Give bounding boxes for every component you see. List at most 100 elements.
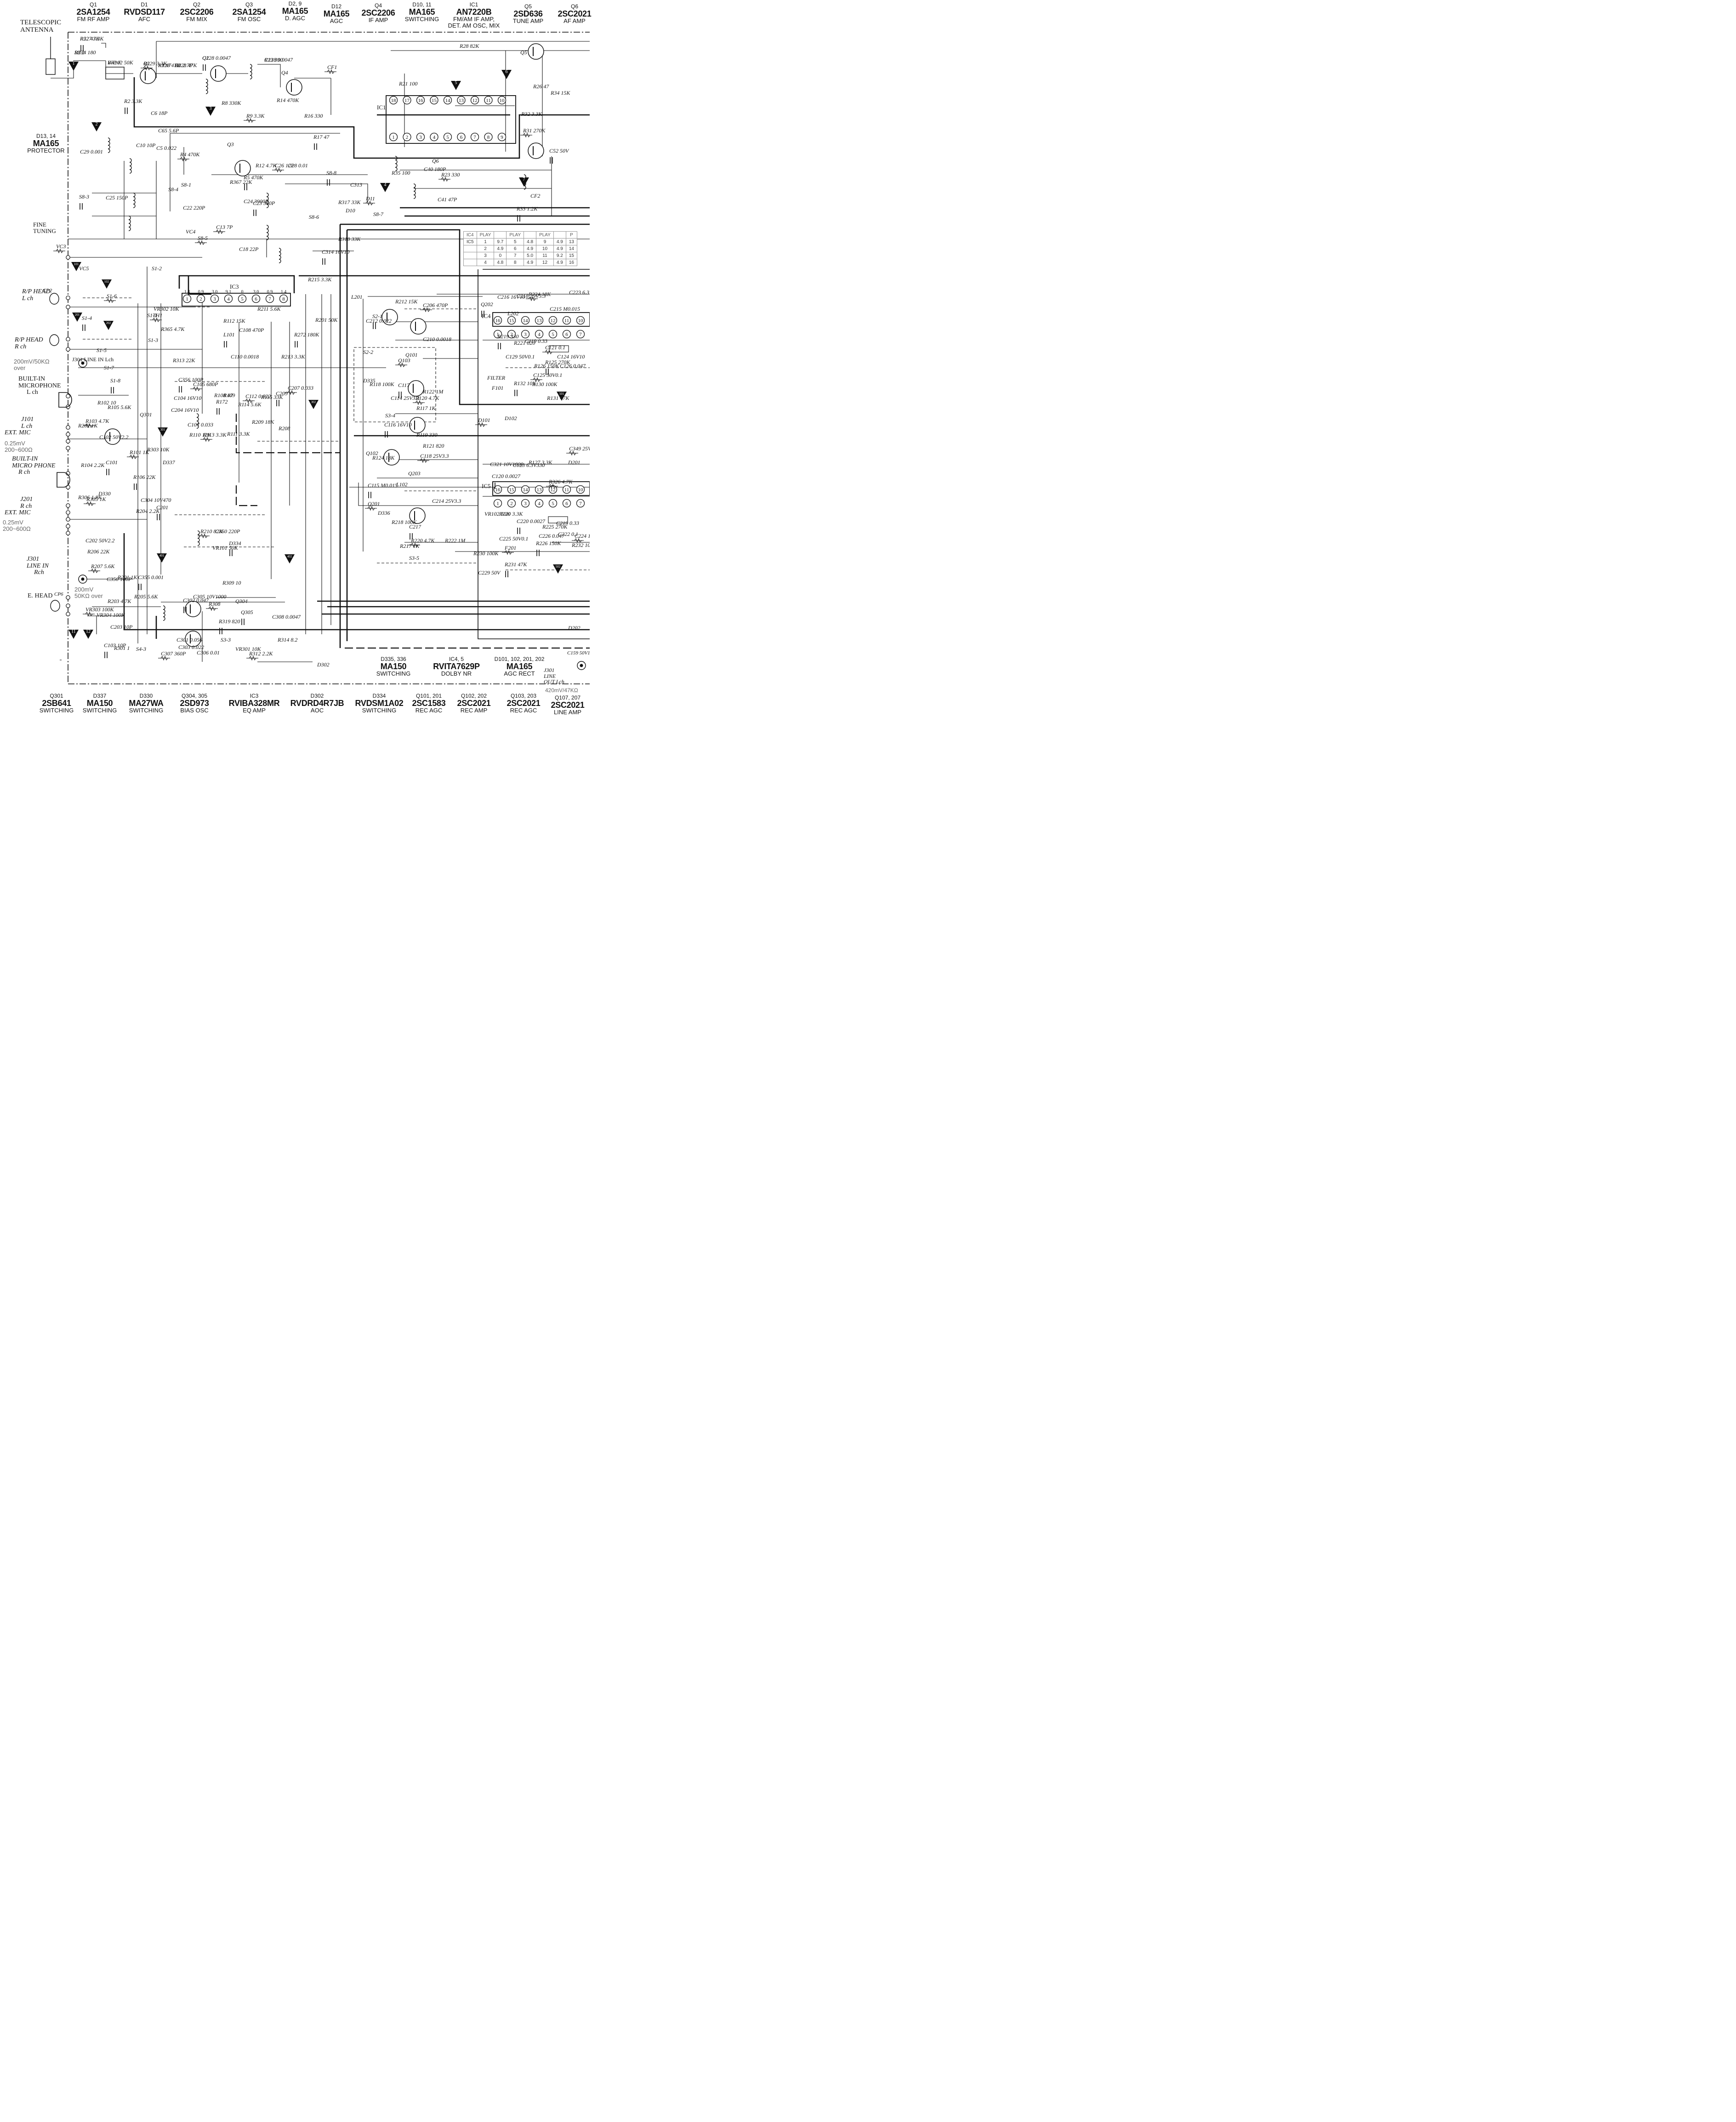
ic3-pin-label: 6	[255, 296, 257, 302]
marker-5: 5	[451, 80, 461, 90]
component-label: VR304 100K	[97, 612, 125, 618]
component-label: L102	[396, 481, 408, 488]
component-label: C22 220P	[183, 205, 205, 211]
l201-turn	[197, 534, 200, 539]
l1-turn	[108, 141, 110, 146]
ic3-voltage: 1.4	[281, 290, 287, 295]
ic4-top-pin-label: 13	[537, 318, 542, 324]
component-label: C105 680P	[193, 381, 218, 387]
marker-12: 12	[83, 629, 93, 639]
component-label: R317 33K	[338, 199, 361, 205]
component-label: C220 0.0027	[517, 518, 546, 524]
component-label: C123 6.3V330	[513, 462, 545, 468]
marker-label: 402	[287, 555, 292, 558]
component-label: R28 82K	[459, 43, 479, 49]
ic1-bottom-pin	[497, 132, 507, 142]
component-label: C219 0.33	[556, 520, 579, 526]
q101-transistor	[381, 309, 398, 325]
component-label: R102 10	[97, 399, 116, 406]
cp2-label: CP2	[42, 287, 52, 294]
component-label: R272 180K	[294, 331, 319, 338]
ic-table-cell: 9.2	[553, 252, 566, 259]
component-label: S1-2	[152, 265, 162, 272]
marker-4: 4	[380, 182, 390, 192]
resistor-symbol	[287, 390, 295, 395]
ic5-top-pin	[576, 485, 585, 494]
component-label: C228 0.0047	[264, 57, 293, 63]
ic4-bottom-pin-label: 2	[510, 332, 513, 337]
resistor-symbol	[193, 386, 200, 392]
ic1-bottom-pin-label: 5	[446, 135, 449, 140]
component-label: R172	[216, 398, 228, 405]
component-label: R225 270K	[542, 523, 568, 530]
component-label: R103 4.7K	[85, 418, 109, 424]
component-label: C223 6.3V330	[569, 289, 590, 296]
ic1-top-pin	[443, 96, 452, 105]
component-label: R213 3.3K	[281, 353, 305, 360]
marker-label: 12	[86, 629, 91, 634]
component-label: R303 10K	[147, 446, 170, 453]
component-label: S1-6	[107, 293, 117, 299]
component-label: D11	[365, 195, 375, 202]
component-label: R131 47K	[546, 395, 569, 401]
ic-table-cell: 4.9	[494, 245, 507, 252]
component-label: R117 1K	[416, 405, 436, 411]
connector-pin	[66, 517, 70, 522]
component-label: L202	[507, 310, 519, 317]
component-label: S1-1	[147, 312, 157, 319]
wire	[257, 64, 281, 87]
component-label: VC3	[56, 243, 66, 250]
line-jack-center	[81, 361, 85, 365]
component-label: R232 10K	[571, 542, 590, 548]
resistor-symbol	[365, 200, 373, 206]
component-label: C321 10V1000	[490, 461, 523, 467]
component-label: S4-3	[136, 646, 146, 652]
marker-301: 301	[158, 427, 168, 437]
marker-502: 502	[553, 564, 563, 574]
component-label: Q102	[366, 450, 378, 456]
component-label: D101	[478, 417, 490, 423]
marker-201: 201	[72, 313, 82, 322]
component-label: C218 25V3.3	[517, 293, 546, 299]
component-label: Q5	[520, 49, 527, 56]
q102-transistor	[408, 380, 424, 397]
component-label: S8-4	[168, 186, 178, 193]
antenna-body	[46, 58, 56, 75]
component-label: C360 220P	[215, 528, 240, 535]
component-label: R26 47	[533, 83, 549, 90]
component-label: Q3	[227, 141, 234, 148]
wire	[235, 485, 257, 506]
resistor-symbol	[56, 248, 63, 254]
marker-401: 401	[157, 553, 167, 563]
component-label: C308 0.0047	[272, 614, 301, 620]
component-label: C10 10P	[136, 142, 156, 148]
l5-coil	[129, 158, 132, 174]
marker-shape	[205, 107, 216, 116]
ic-table-cell: 14	[565, 245, 577, 252]
component-label: R106 22K	[133, 474, 156, 480]
component-label: R212 15K	[395, 298, 418, 305]
ic-table-cell: 10	[536, 245, 554, 252]
resistor-symbol	[208, 606, 216, 611]
connector-pin	[66, 446, 70, 450]
ic-table-cell: 4	[476, 259, 495, 266]
component-label: C229 50V	[478, 569, 501, 576]
marker-shape	[451, 81, 461, 90]
component-label: C214 25V3.3	[432, 498, 461, 504]
component-label: C28 0.01	[288, 162, 308, 169]
component-label: C107 0.033	[188, 421, 213, 428]
ic-table-cell: 15	[565, 252, 577, 259]
component-label: D337	[162, 459, 176, 466]
ic1-body	[386, 95, 516, 144]
t1-turn	[128, 223, 131, 228]
component-label: R124 18K	[372, 455, 395, 461]
